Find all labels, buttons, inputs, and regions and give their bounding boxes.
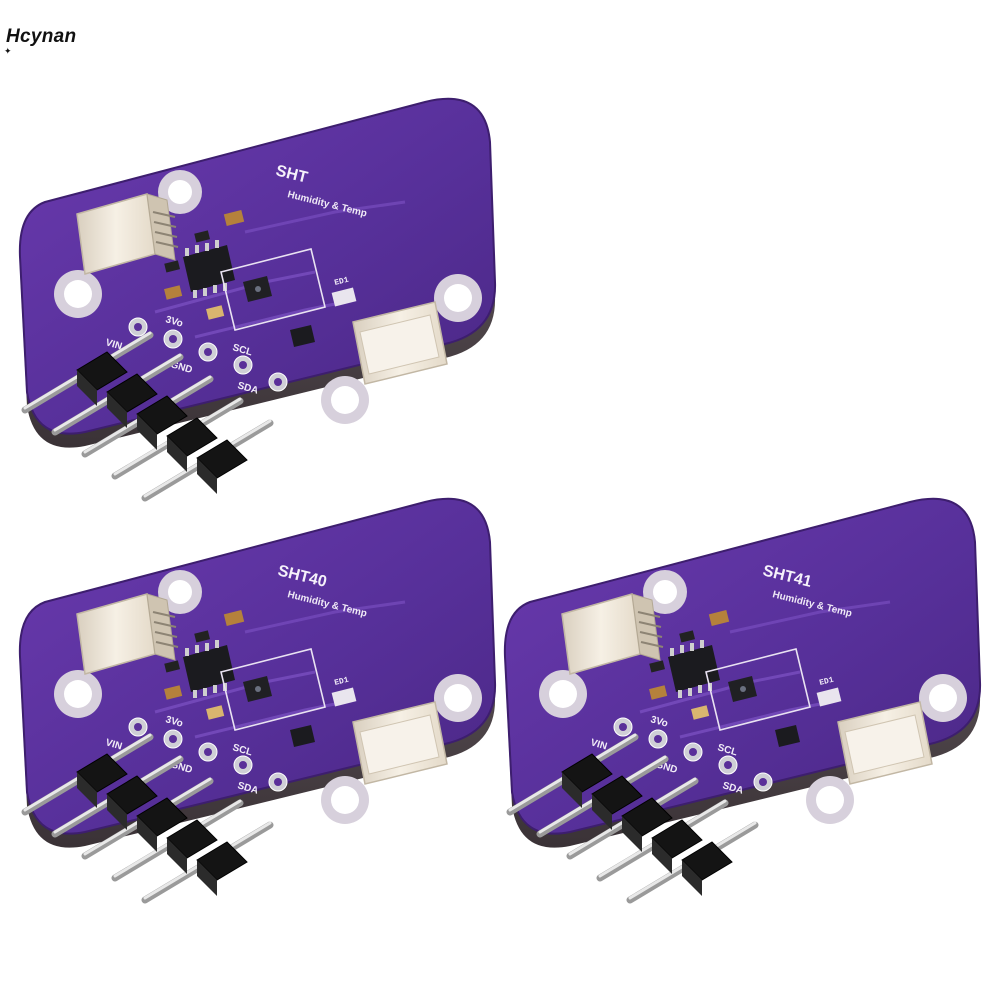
brand-watermark: Hcynan xyxy=(6,26,77,47)
led-label: ED1 xyxy=(819,676,835,688)
led-label: ED1 xyxy=(334,276,350,288)
pin-label-scl: SCL xyxy=(231,742,253,758)
sensor-board-2: SHT40 Humidity & Temp ED1 VIN 3Vo GND SC… xyxy=(18,497,497,850)
sparkle-icon: ✦ xyxy=(4,46,12,56)
sensor-board-3: SHT41 Humidity & Temp ED1 VIN 3Vo GND SC… xyxy=(503,497,982,850)
pin-label-scl: SCL xyxy=(231,342,253,358)
pin-label-vin: VIN xyxy=(104,737,123,752)
led-label: ED1 xyxy=(334,676,350,688)
pin-label-3vo: 3Vo xyxy=(164,314,184,329)
pin-label-3vo: 3Vo xyxy=(164,714,184,729)
pin-label-vin: VIN xyxy=(589,737,608,752)
pin-label-scl: SCL xyxy=(716,742,738,758)
pin-label-3vo: 3Vo xyxy=(649,714,669,729)
pin-label-vin: VIN xyxy=(104,337,123,352)
